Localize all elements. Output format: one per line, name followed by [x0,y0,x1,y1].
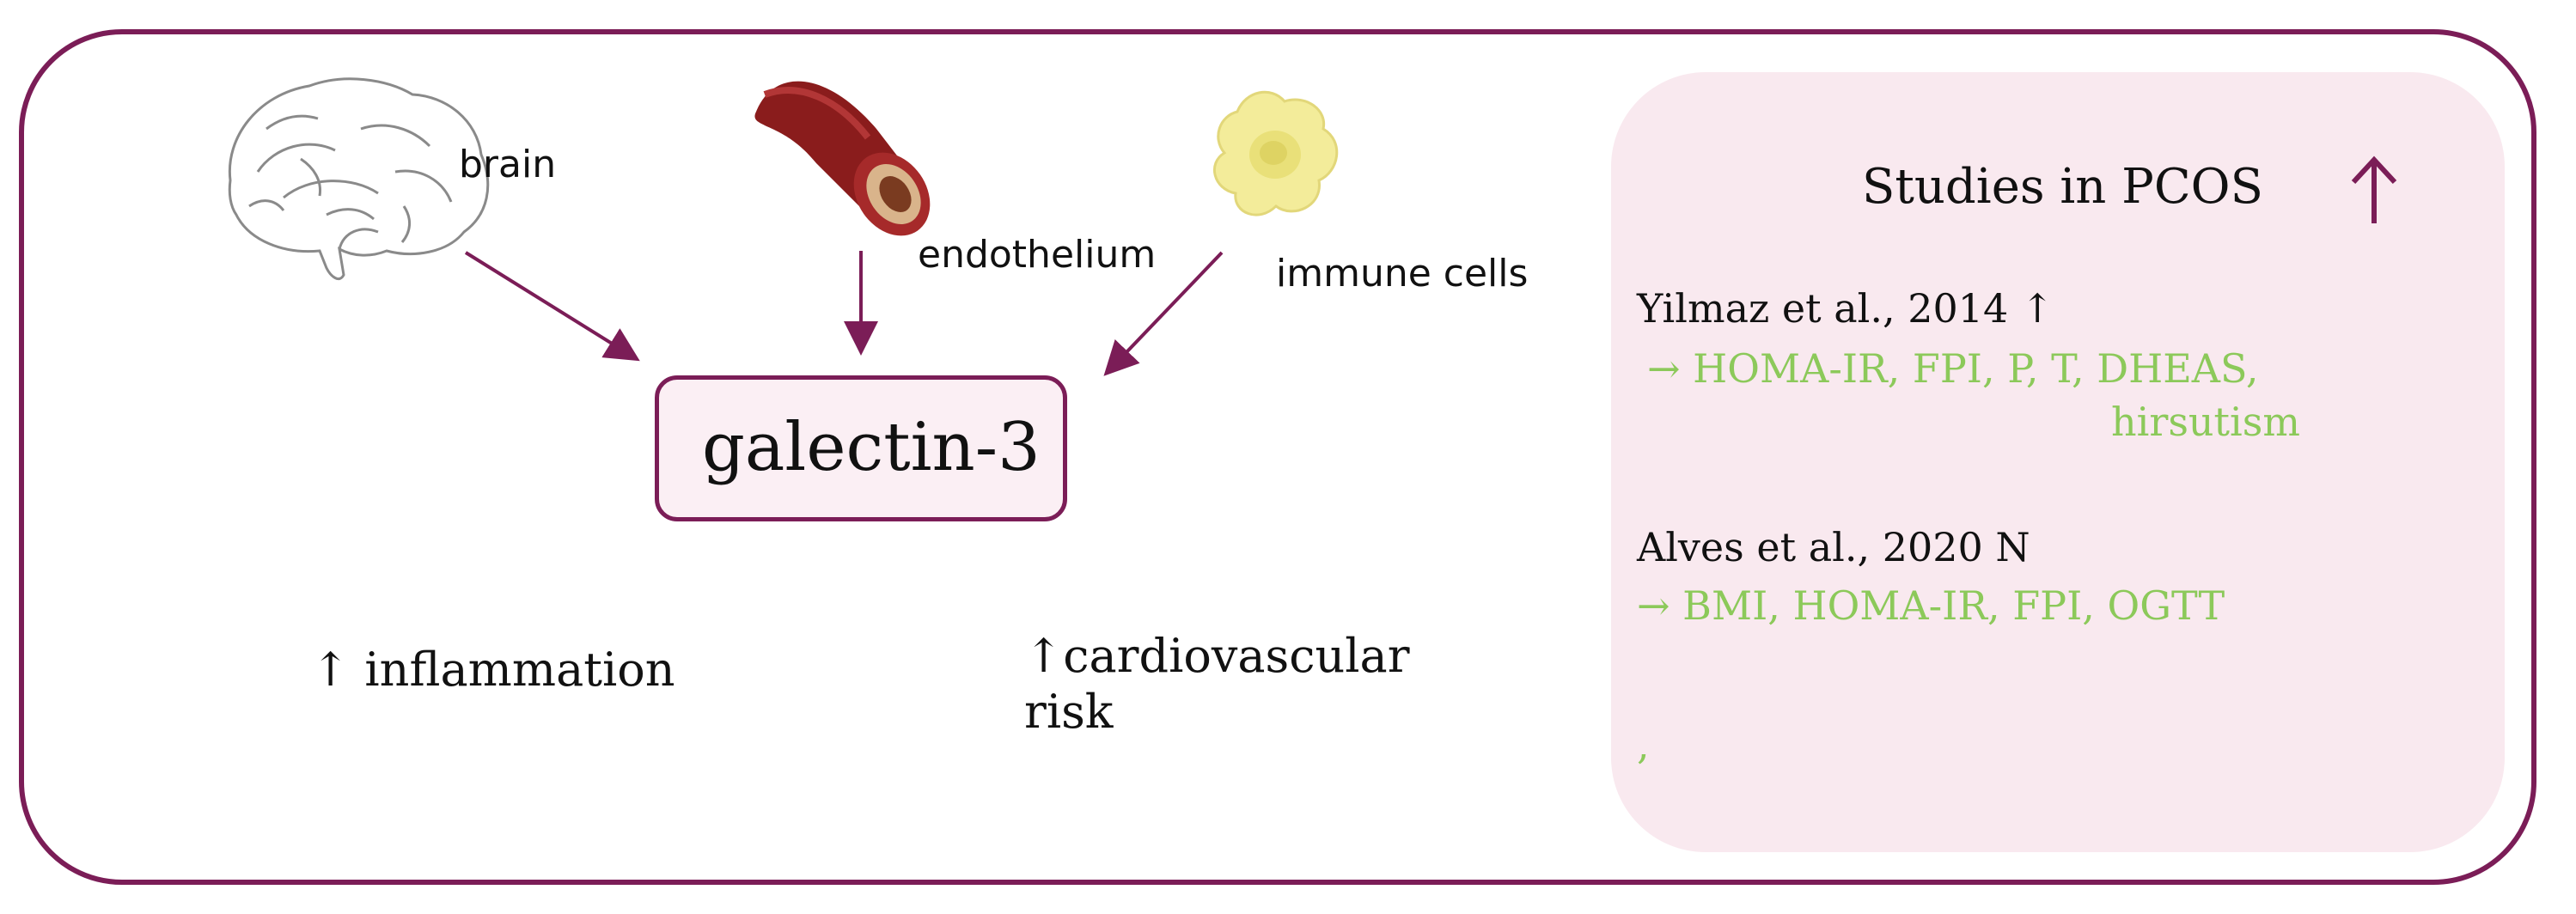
effect-inflammation: ↑ inflammation [311,643,675,698]
immune-cell-icon [1213,90,1339,216]
effect-inflammation-text: ↑ inflammation [311,643,675,697]
study-reference-alves: Alves et al., 2020 N [1637,524,2030,570]
study-finding-yilmaz-line2: hirsutism [2111,399,2300,446]
study-finding-alves-line1: → BMI, HOMA-IR, FPI, OGTT [1637,582,2225,629]
galectin-3-label: galectin-3 [702,409,1041,486]
trailing-mark: , [1637,722,1650,768]
blood-vessel-icon [754,81,931,236]
brain-icon [228,77,490,280]
source-label-brain: brain [459,143,557,186]
studies-title: Studies in PCOS [1862,159,2263,215]
source-label-immune-cells: immune cells [1276,252,1529,296]
effect-cardiovascular-line2: risk [1024,684,1114,739]
effect-cardiovascular-line1: ↑cardiovascular [1024,629,1410,683]
galectin-3-box: galectin-3 [655,375,1067,521]
study-finding-yilmaz-line1: → HOMA-IR, FPI, P, T, DHEAS, [1647,345,2259,392]
study-finding-yilmaz: → HOMA-IR, FPI, P, T, DHEAS, hirsutism [1647,342,2300,448]
brain-to-galectin-arrow [464,251,640,362]
up-arrow-icon [2351,155,2397,223]
study-reference-yilmaz: Yilmaz et al., 2014 ↑ [1637,285,2054,332]
studies-panel: Studies in PCOS Yilmaz et al., 2014 ↑ → … [1611,72,2505,852]
effect-cardiovascular-risk: ↑cardiovascular risk [1024,629,1410,740]
immune-cells-to-galectin-arrow [1103,251,1224,376]
source-label-endothelium: endothelium [918,233,1157,277]
study-finding-alves: → BMI, HOMA-IR, FPI, OGTT [1637,579,2225,632]
diagram-frame [19,29,2536,885]
